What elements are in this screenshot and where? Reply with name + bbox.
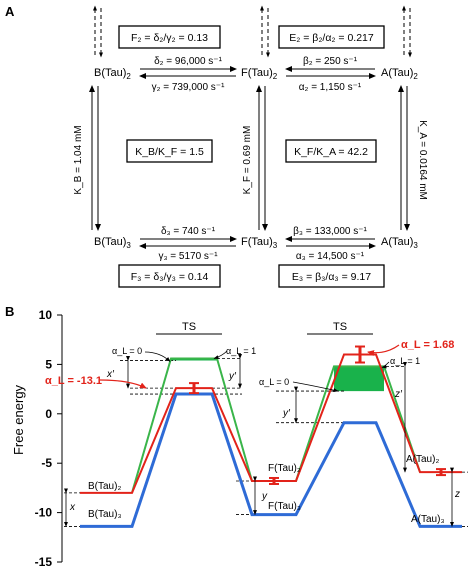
label-a-tau2: A(Tau)₂	[406, 454, 439, 465]
box-e2-text: E₂ = β₂/α₂ = 0.217	[289, 32, 374, 44]
alpha-l0-right: α_L = 0	[259, 377, 289, 387]
alpha-l0-left: α_L = 0	[112, 346, 142, 356]
box-kb-kf-text: K_B/K_F = 1.5	[135, 146, 204, 158]
rate-beta2: β₂ = 250 s⁻¹	[303, 56, 358, 67]
box-f3-text: F₃ = δ₃/γ₃ = 0.14	[131, 271, 209, 283]
box-kf-ka-text: K_F/K_A = 42.2	[294, 146, 368, 158]
state-f-tau2: F(Tau)2	[241, 67, 278, 81]
box-e3	[278, 264, 385, 288]
state-b-tau3: B(Tau)3	[94, 236, 131, 250]
ts-label-right: TS	[333, 321, 347, 333]
label-a-tau3: A(Tau)₃	[411, 514, 445, 525]
errorbar-ts1	[189, 382, 199, 395]
state-a-tau2: A(Tau)2	[381, 67, 418, 81]
rate-alpha2: α₂ = 1,150 s⁻¹	[299, 82, 362, 93]
dashed-arrows-top	[93, 5, 412, 58]
y-axis-label: Free energy	[11, 384, 26, 455]
panel-b-label: B	[5, 304, 14, 319]
state-b-tau2: B(Tau)2	[94, 67, 131, 81]
rate-arrows-top	[139, 66, 376, 249]
y-tick-label: -10	[35, 506, 53, 520]
y-ticks: 10 5 0 -5 -10 -15	[35, 308, 62, 569]
kf-label: K_F = 0.69 mM	[242, 126, 253, 195]
leader-alpha0-right	[292, 381, 339, 393]
alpha-l-right-arrow	[367, 344, 400, 356]
dim-x-prime: x′	[106, 369, 115, 380]
box-f2	[118, 25, 221, 49]
y-tick-label: -5	[41, 456, 52, 470]
rate-beta3: β₃ = 133,000 s⁻¹	[293, 226, 367, 237]
alpha-l-right-label: α_L = 1.68	[401, 339, 454, 351]
label-b-tau3: B(Tau)₃	[88, 509, 122, 520]
rate-gamma3: γ₃ = 5170 s⁻¹	[158, 251, 218, 262]
dim-x: x	[69, 502, 76, 513]
y-tick-label: 5	[45, 357, 52, 371]
leader-alpha1-right	[381, 361, 390, 369]
y-tick-label: 0	[45, 407, 52, 421]
vertical-arrows	[89, 85, 410, 231]
dim-y: y	[261, 491, 268, 502]
alpha-l1-right: α_L = 1	[390, 356, 420, 366]
y-tick-label: 10	[39, 308, 53, 322]
label-f-tau3: F(Tau)₃	[268, 501, 301, 512]
panel-a-label: A	[5, 4, 15, 19]
box-e3-text: E₃ = β₃/α₃ = 9.17	[292, 271, 371, 283]
box-kb-kf	[126, 139, 213, 163]
errorbar-f2	[269, 476, 279, 485]
box-f3	[118, 264, 221, 288]
state-a-tau3: A(Tau)3	[381, 236, 418, 250]
panel-a: A B(Tau)2 F(Tau)2 A(Tau)2 B(Tau)3 F(Tau)…	[5, 4, 428, 288]
dim-y-prime-right: y′	[282, 408, 291, 419]
dim-z: z	[454, 489, 460, 500]
y-tick-label: -15	[35, 555, 53, 569]
ka-label: K_A = 0.0164 mM	[417, 120, 428, 200]
rate-delta2: δ₂ = 96,000 s⁻¹	[154, 56, 222, 67]
rate-alpha3: α₃ = 14,500 s⁻¹	[296, 251, 365, 262]
errorbar-a2	[436, 468, 446, 477]
leader-alpha0-left	[144, 351, 171, 362]
ts-label-left: TS	[182, 321, 196, 333]
kb-label: K_B = 1.04 mM	[73, 125, 84, 194]
leader-alpha1-left	[213, 350, 228, 360]
state-f-tau3: F(Tau)3	[241, 236, 278, 250]
rate-gamma2: γ₂ = 739,000 s⁻¹	[152, 82, 225, 93]
box-e2	[278, 25, 385, 49]
dim-z-prime: z′	[394, 389, 403, 400]
box-f2-text: F₂ = δ₂/γ₂ = 0.13	[131, 32, 208, 44]
alpha-l1-left: α_L = 1	[226, 346, 256, 356]
alpha-l-left-arrow	[99, 379, 147, 389]
shade-ts2	[334, 366, 384, 392]
dim-y-prime: y′	[228, 371, 237, 382]
errorbar-ts2	[355, 345, 365, 364]
profile-tau3	[80, 392, 462, 528]
alpha-l-left-label: α_L = -13.1	[45, 375, 102, 387]
rate-delta3: δ₃ = 740 s⁻¹	[161, 226, 216, 237]
panel-b: B Free energy 10 5 0 -5 -10 -15 TS TS B(Tau)₂…	[5, 304, 468, 569]
box-kf-ka	[285, 139, 377, 163]
energy-profile	[64, 345, 468, 528]
label-b-tau2: B(Tau)₂	[88, 481, 121, 492]
label-f-tau2: F(Tau)₂	[268, 463, 301, 474]
